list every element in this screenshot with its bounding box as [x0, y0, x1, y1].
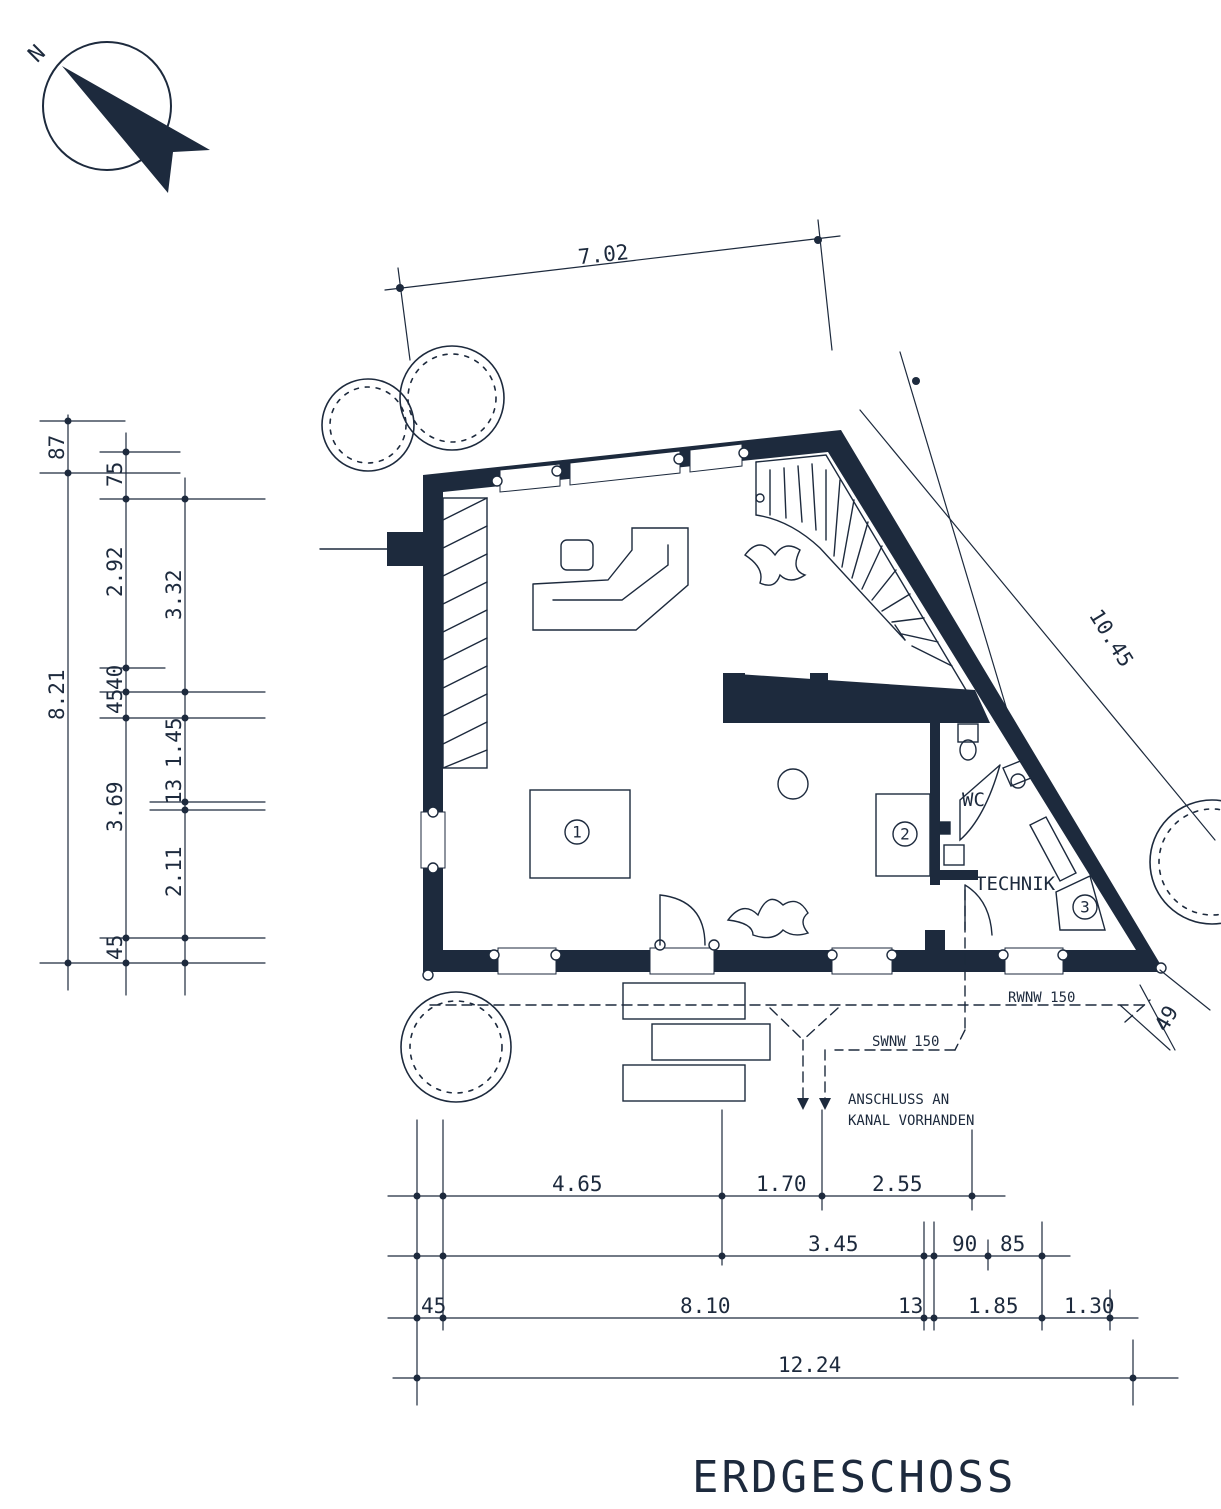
dim-bottom-row3: 45: [421, 1294, 446, 1318]
room-labels: WC TECHNIK: [962, 789, 1056, 895]
north-label: N: [24, 41, 51, 68]
marker-numbers: 1 2 3: [572, 823, 1090, 917]
dim-left-middle: 45: [103, 935, 127, 960]
dim-bottom-row1: 1.70: [756, 1172, 807, 1196]
connection-note-line: KANAL VORHANDEN: [848, 1113, 974, 1129]
reception-counter: [532, 527, 689, 631]
dim-corner: 49: [1150, 1002, 1183, 1036]
tree-icon: [321, 378, 415, 472]
dim-bottom-row3: 8.10: [680, 1294, 731, 1318]
dim-bottom-row2: 90: [952, 1232, 977, 1256]
pipe-label-rwnw: RWNW 150: [1008, 990, 1075, 1006]
dim-left-inner: 3.32: [162, 569, 186, 620]
windows: [420, 443, 1064, 975]
pipe-labels: RWNW 150 SWNW 150 ANSCHLUSS AN KANAL VOR…: [848, 990, 1075, 1129]
dim-left-middle: 3.69: [103, 781, 127, 832]
dim-left-inner: 2.11: [162, 846, 186, 897]
dimension-lines: [39, 219, 1216, 1406]
marker-3: [1072, 894, 1098, 920]
tree-icon: [1149, 799, 1221, 925]
table-2: [875, 793, 931, 877]
marker-number: 2: [900, 825, 910, 844]
dim-bottom-row1: 2.55: [872, 1172, 923, 1196]
plant-icon: [743, 544, 807, 586]
room-label-technik: TECHNIK: [975, 873, 1056, 895]
dim-bottom-row3: 13: [898, 1294, 923, 1318]
dim-bottom-row2: 3.45: [808, 1232, 859, 1256]
dim-left-middle: 75: [103, 462, 127, 487]
plan-title: ERDGESCHOSS: [692, 1452, 1016, 1503]
entrance-steps: [622, 982, 771, 1102]
dim-left-outer: 8.21: [45, 669, 69, 720]
dim-left-outer: 87: [45, 435, 69, 460]
north-arrow-icon: N: [24, 41, 210, 193]
dim-left-middle: 2.92: [103, 546, 127, 597]
tree-icon: [400, 991, 512, 1103]
tree-icon: [399, 345, 505, 451]
plant-icon: [726, 898, 810, 939]
dim-left-middle: 40: [103, 665, 127, 690]
dim-left-middle: 45: [103, 689, 127, 714]
dimension-ticks: [64, 236, 1137, 1382]
dim-diagonal: 10.45: [1084, 605, 1138, 671]
drain-pipes: [429, 889, 1151, 1101]
pipe-label-swnw: SWNW 150: [872, 1034, 939, 1050]
marker-2: [892, 821, 918, 847]
marker-number: 3: [1080, 898, 1090, 917]
marker-number: 1: [572, 823, 582, 842]
dim-top: 7.02: [577, 240, 630, 269]
marker-1: [564, 819, 590, 845]
dim-left-inner: 1.45: [162, 717, 186, 768]
dim-bottom-total: 12.24: [778, 1353, 841, 1377]
wc-fixtures: [939, 723, 1106, 931]
dimension-labels: 7.02 10.45 49 87 8.21 75 2.92 45 40 3.69…: [45, 240, 1183, 1377]
dim-bottom-row2: 85: [1000, 1232, 1025, 1256]
entrance-door: [659, 894, 706, 946]
connection-note-line: ANSCHLUSS AN: [848, 1092, 949, 1108]
wall-shelf: [442, 497, 488, 769]
dim-left-inner: 13: [162, 779, 186, 804]
room-label-wc: WC: [962, 789, 985, 811]
staircase: [755, 454, 967, 691]
dim-bottom-row1: 4.65: [552, 1172, 603, 1196]
table-1: [529, 789, 631, 879]
round-table: [777, 768, 809, 800]
drain-arrows: [797, 1098, 831, 1110]
dim-bottom-row3: 1.85: [968, 1294, 1019, 1318]
dim-bottom-row3: 1.30: [1064, 1294, 1115, 1318]
